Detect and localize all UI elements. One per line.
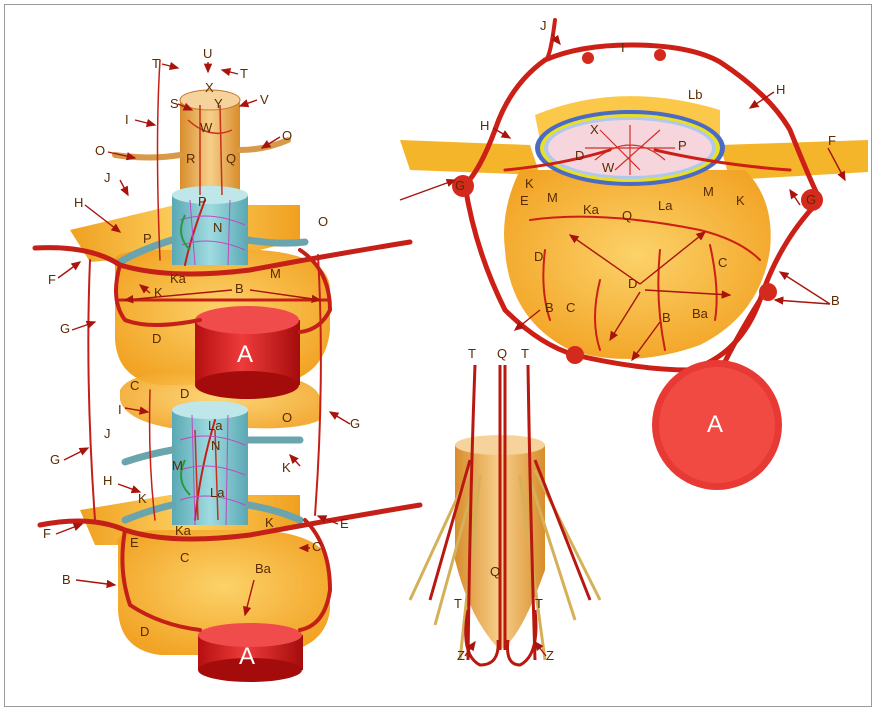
label-D: D — [575, 148, 584, 163]
label-K: K — [525, 176, 534, 191]
label-D: D — [140, 624, 149, 639]
label-C: C — [130, 378, 139, 393]
label-V: V — [260, 92, 269, 107]
label-T: T — [468, 346, 476, 361]
label-La: La — [210, 485, 225, 500]
label-W: W — [200, 120, 213, 135]
label-G: G — [60, 321, 70, 336]
label-M: M — [270, 266, 281, 281]
label-G: G — [806, 192, 816, 207]
label-G: G — [50, 452, 60, 467]
label-A: A — [237, 341, 253, 368]
label-D: D — [152, 331, 161, 346]
label-F: F — [828, 133, 836, 148]
label-G: G — [455, 178, 465, 193]
label-Ka: Ka — [175, 523, 192, 538]
label-Ka: Ka — [170, 271, 187, 286]
label-T: T — [240, 66, 248, 81]
dura-cap-upper — [172, 186, 248, 204]
label-B: B — [545, 300, 554, 315]
label-O: O — [282, 128, 292, 143]
label-K: K — [736, 193, 745, 208]
label-H: H — [74, 195, 83, 210]
label-H: H — [480, 118, 489, 133]
label-Y: Y — [214, 96, 223, 111]
label-M: M — [703, 184, 714, 199]
label-K: K — [265, 515, 274, 530]
label-X: X — [205, 80, 214, 95]
label-E: E — [520, 193, 529, 208]
label-P: P — [143, 231, 152, 246]
label-X: X — [590, 122, 599, 137]
label-T: T — [152, 56, 160, 71]
label-J: J — [104, 170, 111, 185]
label-H: H — [776, 82, 785, 97]
label-A: A — [239, 643, 255, 670]
conus-medullaris-view — [410, 365, 600, 665]
label-T: T — [521, 346, 529, 361]
label-O: O — [282, 410, 292, 425]
label-C: C — [312, 539, 321, 554]
label-B: B — [662, 310, 671, 325]
label-D: D — [534, 249, 543, 264]
label-K: K — [282, 460, 291, 475]
label-B: B — [62, 572, 71, 587]
label-I: I — [125, 112, 129, 127]
transverse-section-view — [400, 20, 868, 490]
label-B: B — [235, 281, 244, 296]
label-H: H — [103, 473, 112, 488]
dura-cap-lower — [172, 401, 248, 419]
label-E: E — [340, 516, 349, 531]
label-B: B — [831, 293, 840, 308]
label-Lb: Lb — [688, 87, 702, 102]
label-C: C — [180, 550, 189, 565]
label-A: A — [707, 411, 723, 438]
dura-segment-upper — [172, 195, 248, 265]
label-E: E — [130, 535, 139, 550]
label-U: U — [203, 46, 212, 61]
label-C: C — [566, 300, 575, 315]
label-Ba: Ba — [692, 306, 709, 321]
label-J: J — [104, 426, 111, 441]
label-R: R — [186, 151, 195, 166]
label-C: C — [718, 255, 727, 270]
label-La: La — [208, 418, 223, 433]
label-O: O — [318, 214, 328, 229]
label-I: I — [621, 40, 625, 55]
label-La: La — [658, 198, 673, 213]
label-T: T — [535, 596, 543, 611]
label-N: N — [211, 438, 220, 453]
label-K: K — [138, 491, 147, 506]
label-P: P — [678, 138, 687, 153]
label-S: S — [170, 96, 179, 111]
label-P: P — [198, 194, 207, 209]
label-Q: Q — [497, 346, 507, 361]
spinal-cord-segment — [180, 100, 240, 195]
label-W: W — [602, 160, 615, 175]
label-Q: Q — [490, 564, 500, 579]
label-Q: Q — [622, 208, 632, 223]
label-Z: Z — [457, 648, 465, 663]
label-F: F — [48, 272, 56, 287]
label-J: J — [540, 18, 547, 33]
label-Z: Z — [546, 648, 554, 663]
label-N: N — [213, 220, 222, 235]
label-Ka: Ka — [583, 202, 600, 217]
label-M: M — [547, 190, 558, 205]
label-F: F — [43, 526, 51, 541]
label-T: T — [454, 596, 462, 611]
label-M: M — [172, 458, 183, 473]
label-I: I — [118, 402, 122, 417]
label-D: D — [180, 386, 189, 401]
label-Ba: Ba — [255, 561, 272, 576]
label-G: G — [350, 416, 360, 431]
label-O: O — [95, 143, 105, 158]
label-Q: Q — [226, 151, 236, 166]
